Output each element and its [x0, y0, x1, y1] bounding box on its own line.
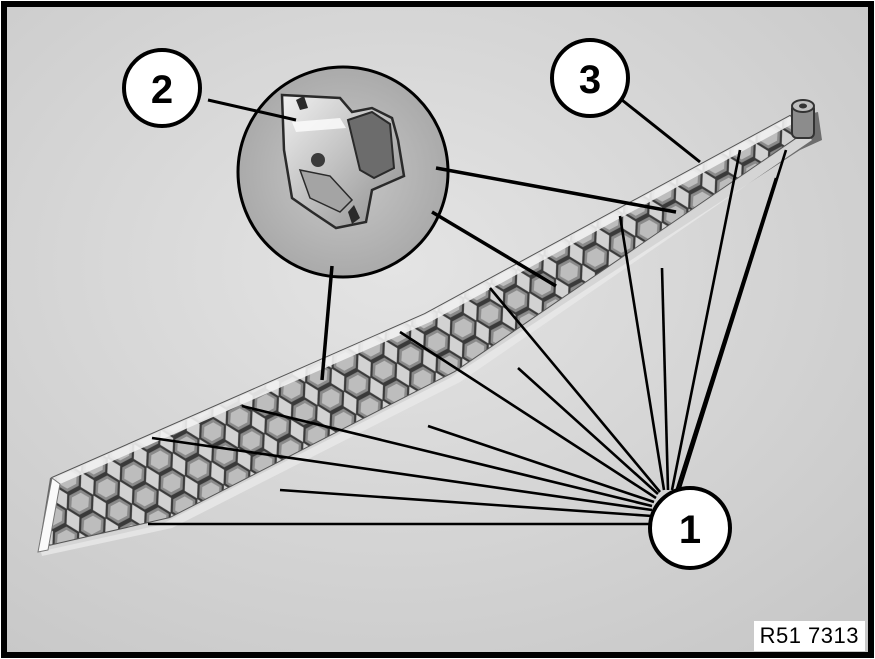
mounting-post — [791, 99, 815, 139]
callout-3-label: 3 — [579, 58, 601, 102]
callout-1-leaders — [148, 149, 788, 526]
grille-part — [37, 99, 822, 556]
callout-3-leader — [621, 98, 701, 164]
magnifier-leaders — [320, 166, 677, 381]
callout-2-label: 2 — [151, 68, 173, 112]
figure-reference-code: R51 7313 — [753, 621, 865, 651]
callout-1-label: 1 — [679, 508, 701, 552]
callout-2: 2 — [122, 48, 202, 128]
callout-3: 3 — [550, 38, 630, 118]
callout-1: 1 — [648, 486, 732, 570]
callout-2-leader — [207, 98, 297, 122]
clip-detail-magnifier — [236, 65, 450, 279]
spring-nut-clip — [280, 93, 406, 230]
